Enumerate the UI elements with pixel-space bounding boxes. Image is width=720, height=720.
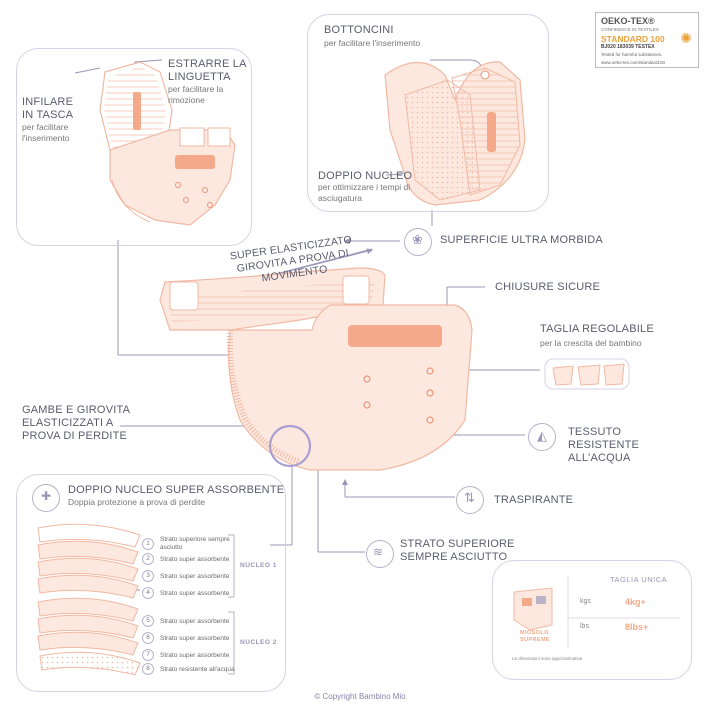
core-panel-subtitle: Doppia protezione a prova di perdite — [68, 497, 206, 507]
oeko-url: www.oeko-tex.com/standard100 — [601, 59, 666, 65]
label-adjustable: TAGLIA REGOLABILE — [540, 323, 654, 335]
breath-arrows-icon: ⇅ — [464, 490, 475, 505]
layer-number: 3 — [142, 570, 154, 582]
size-brand-1: MIOSOLO — [520, 630, 549, 636]
layer-text: Strato super assorbente — [160, 617, 230, 625]
label-secure-closures: CHIUSURE SICURE — [495, 281, 601, 293]
oeko-code: BJ020 183039 TESTEX — [601, 43, 655, 50]
core-layer-item: 6 Strato super assorbente — [142, 632, 229, 644]
label-legs-waist: GAMBE E GIROVITA ELASTICIZZATI A PROVA D… — [22, 404, 130, 442]
oeko-title: OEKO-TEX® — [601, 16, 655, 26]
size-header: TAGLIA UNICA — [610, 575, 668, 584]
size-row1-unit: kgs — [580, 598, 591, 605]
core-panel-title: DOPPIO NUCLEO SUPER ASSORBENTE — [68, 484, 285, 496]
core-layer-item: 5 Strato super assorbente — [142, 615, 229, 627]
sublabel-snaps: per facilitare l'inserimento — [324, 38, 421, 48]
size-panel-diaper — [513, 587, 553, 631]
layer-number: 8 — [142, 663, 154, 675]
size-row2-unit: lbs — [580, 623, 589, 630]
size-row1-value: 4kg+ — [625, 597, 646, 607]
oeko-confidence: CONFIDENCE IN TEXTILES — [601, 27, 659, 32]
copyright: © Copyright Bambino Mio — [314, 692, 406, 701]
feather-icon: ❀ — [412, 232, 423, 247]
layer-number: 4 — [142, 587, 154, 599]
label-dry-top: STRATO SUPERIORE SEMPRE ASCIUTTO — [400, 538, 515, 563]
sublabel-double-core: per ottimizzare i tempi di asciugatura — [318, 182, 411, 203]
layer-number: 7 — [142, 649, 154, 661]
water-icon-circle: ◭ — [528, 423, 556, 451]
label-insert-pocket: INFILARE IN TASCA — [22, 96, 74, 121]
sprout-icon: ✚ — [41, 489, 52, 503]
core-layer-item: 3 Strato super assorbente — [142, 570, 229, 582]
layer-text: Strato resistente all'acqua — [160, 665, 235, 673]
insert-illustration — [384, 61, 526, 206]
layer-number: 1 — [142, 538, 154, 550]
layer-text: Strato super assorbente — [160, 589, 230, 597]
core-layer-item: 1 Strato superiore sempre asciutto — [142, 536, 246, 552]
feather-icon-circle: ❀ — [404, 228, 432, 256]
dry-icon-circle: ≋ — [366, 540, 394, 568]
layer-text: Strato super assorbente — [160, 572, 230, 580]
core-layers-illustration — [37, 523, 141, 676]
oeko-standard: STANDARD 100 — [601, 33, 665, 44]
core-layer-item: 8 Strato resistente all'acqua — [142, 663, 235, 675]
label-breathable: TRASPIRANTE — [494, 494, 574, 506]
sublabel-adjustable: per la crescita del bambino — [540, 338, 642, 348]
breathable-icon-circle: ⇅ — [456, 486, 484, 514]
core-layer-item: 4 Strato super assorbente — [142, 587, 229, 599]
core-layer-item: 2 Strato super assorbente — [142, 553, 229, 565]
layer-number: 6 — [142, 632, 154, 644]
dry-layer-icon: ≋ — [373, 545, 384, 559]
drop-icon: ◭ — [537, 428, 547, 443]
group-label-core-2: NUCLEO 2 — [240, 639, 277, 646]
core-icon-circle: ✚ — [32, 484, 60, 512]
oeko-tested: Tested for harmful substances. — [601, 52, 663, 57]
pocket-diaper-illustration — [99, 61, 236, 226]
panel-pocket — [16, 48, 252, 246]
label-snaps: BOTTONCINI — [324, 24, 394, 36]
sublabel-pull-tab: per facilitare la rimozione — [168, 84, 224, 105]
core-layer-item: 7 Strato super assorbente — [142, 649, 229, 661]
size-mini-diapers — [544, 358, 630, 390]
layer-text: Strato super assorbente — [160, 651, 230, 659]
oeko-tex-badge: OEKO-TEX® CONFIDENCE IN TEXTILES STANDAR… — [595, 12, 699, 68]
label-double-core: DOPPIO NUCLEO — [318, 170, 413, 182]
sublabel-insert-pocket: per facilitare l'inserimento — [22, 122, 70, 143]
layer-text: Strato super assorbente — [160, 634, 230, 642]
layer-number: 5 — [142, 615, 154, 627]
layer-text: Strato super assorbente — [160, 555, 230, 563]
group-label-core-1: NUCLEO 1 — [240, 562, 277, 569]
size-note: Le dimensioni sono approssimative — [512, 656, 583, 661]
label-pull-tab: ESTRARRE LA LINGUETTA — [168, 58, 247, 83]
central-diaper-illustration — [159, 267, 473, 471]
layer-number: 2 — [142, 553, 154, 565]
label-soft-surface: SUPERFICIE ULTRA MORBIDA — [440, 234, 603, 246]
panel-core — [16, 474, 286, 692]
layer-text: Strato superiore sempre asciutto — [160, 536, 230, 551]
panel-size — [492, 560, 692, 680]
panel-insert — [307, 14, 549, 212]
size-brand-2: SUPREME — [520, 637, 550, 643]
sun-icon: ✺ — [680, 30, 692, 46]
label-waterproof: TESSUTO RESISTENTE ALL'ACQUA — [568, 426, 640, 464]
size-row2-value: 8lbs+ — [625, 622, 649, 632]
